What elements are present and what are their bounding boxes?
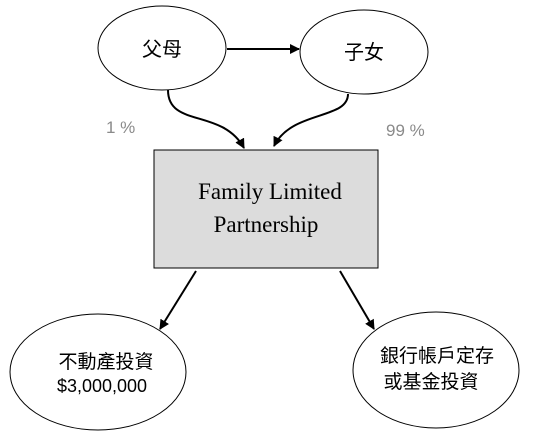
- flp-box: [153, 149, 379, 269]
- arrow-flp-to-real-estate: [159, 270, 197, 330]
- bank-label-line1: 銀行帳戶定存: [380, 345, 494, 367]
- flp-label-line1: Family Limited: [198, 179, 342, 204]
- arrow-flp-to-bank: [339, 270, 375, 330]
- flp-label-line2: Partnership: [214, 212, 319, 237]
- real-estate-amount: $3,000,000: [57, 376, 147, 396]
- real-estate-label: 不動產投資: [58, 351, 153, 373]
- children-label: 子女: [344, 40, 384, 64]
- children-node: 子女: [299, 9, 429, 95]
- parents-node: 父母: [97, 5, 227, 91]
- arrow-parents-to-flp: [167, 89, 245, 149]
- flp-node: Family Limited Partnership: [153, 149, 379, 269]
- real-estate-node: 不動產投資 $3,000,000: [9, 313, 187, 431]
- parents-ellipse: [97, 5, 227, 91]
- bank-node: 銀行帳戶定存 或基金投資: [352, 311, 520, 429]
- children-share-label: 99 %: [386, 121, 425, 140]
- children-ellipse: [299, 9, 429, 95]
- real-estate-ellipse: [9, 313, 187, 431]
- parents-label: 父母: [142, 37, 182, 61]
- arrow-children-to-flp: [273, 93, 349, 147]
- bank-ellipse: [352, 311, 520, 429]
- bank-label-line2: 或基金投資: [383, 371, 478, 393]
- parents-share-label: 1 %: [106, 118, 135, 137]
